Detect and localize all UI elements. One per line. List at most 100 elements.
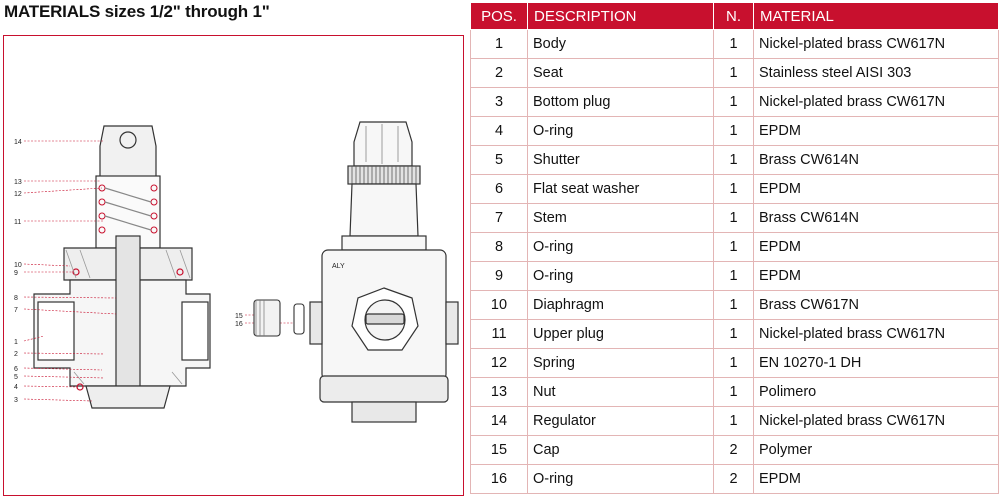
body-marking: ALY: [332, 263, 345, 270]
cell-quantity: 2: [713, 464, 754, 494]
cell-description: Upper plug: [527, 319, 714, 349]
cell-material: Brass CW614N: [753, 145, 999, 175]
cell-material: EPDM: [753, 116, 999, 146]
cell-quantity: 1: [713, 348, 754, 378]
cell-quantity: 1: [713, 145, 754, 175]
cell-description: Flat seat washer: [527, 174, 714, 204]
cell-material: EPDM: [753, 174, 999, 204]
cell-quantity: 1: [713, 232, 754, 262]
label-2: 2: [14, 351, 18, 358]
label-12: 12: [14, 191, 22, 198]
cell-pos: 7: [470, 203, 528, 233]
label-15: 15: [235, 313, 243, 320]
cell-material: Nickel-plated brass CW617N: [753, 29, 999, 59]
cell-description: Regulator: [527, 406, 714, 436]
cell-quantity: 1: [713, 290, 754, 320]
cell-pos: 15: [470, 435, 528, 465]
cell-quantity: 1: [713, 203, 754, 233]
table-header-row: POS. DESCRIPTION N. MATERIAL: [470, 2, 999, 30]
label-1: 1: [14, 339, 18, 346]
cell-pos: 16: [470, 464, 528, 494]
cell-pos: 8: [470, 232, 528, 262]
cell-material: EN 10270-1 DH: [753, 348, 999, 378]
cell-material: Nickel-plated brass CW617N: [753, 319, 999, 349]
cell-description: Seat: [527, 58, 714, 88]
cell-description: Diaphragm: [527, 290, 714, 320]
label-5: 5: [14, 374, 18, 381]
cell-description: Body: [527, 29, 714, 59]
cap-detail: [253, 299, 305, 337]
cell-material: EPDM: [753, 232, 999, 262]
label-7: 7: [14, 307, 18, 314]
header-description: DESCRIPTION: [527, 2, 714, 30]
cell-quantity: 1: [713, 29, 754, 59]
cell-quantity: 1: [713, 261, 754, 291]
cell-pos: 9: [470, 261, 528, 291]
cell-description: Shutter: [527, 145, 714, 175]
cell-material: Nickel-plated brass CW617N: [753, 406, 999, 436]
cell-quantity: 2: [713, 435, 754, 465]
label-16: 16: [235, 321, 243, 328]
label-4: 4: [14, 384, 18, 391]
cell-description: Bottom plug: [527, 87, 714, 117]
cell-material: Stainless steel AISI 303: [753, 58, 999, 88]
cell-quantity: 1: [713, 116, 754, 146]
label-6: 6: [14, 366, 18, 373]
cell-material: Polymer: [753, 435, 999, 465]
cell-pos: 2: [470, 58, 528, 88]
cell-pos: 13: [470, 377, 528, 407]
cell-pos: 1: [470, 29, 528, 59]
cell-description: Cap: [527, 435, 714, 465]
cell-material: Brass CW617N: [753, 290, 999, 320]
cell-material: Brass CW614N: [753, 203, 999, 233]
valve-technical-drawing: 14 13 12 11 10 9 8 7 1 2 6 5 4 3 15 16: [14, 121, 459, 423]
valve-drawing-frame: 14 13 12 11 10 9 8 7 1 2 6 5 4 3 15 16: [3, 35, 464, 496]
cross-section-view: [33, 125, 211, 409]
label-11: 11: [14, 219, 21, 226]
cell-description: O-ring: [527, 116, 714, 146]
cell-pos: 14: [470, 406, 528, 436]
cell-pos: 10: [470, 290, 528, 320]
cell-quantity: 1: [713, 174, 754, 204]
cell-description: O-ring: [527, 261, 714, 291]
page-title: MATERIALS sizes 1/2" through 1": [4, 2, 270, 21]
header-pos: POS.: [470, 2, 528, 30]
cell-description: O-ring: [527, 232, 714, 262]
cell-quantity: 1: [713, 58, 754, 88]
cell-pos: 12: [470, 348, 528, 378]
cell-description: Stem: [527, 203, 714, 233]
external-view: [309, 121, 459, 423]
label-13: 13: [14, 179, 22, 186]
cell-material: EPDM: [753, 261, 999, 291]
label-9: 9: [14, 270, 18, 277]
cell-quantity: 1: [713, 319, 754, 349]
cell-material: Nickel-plated brass CW617N: [753, 87, 999, 117]
cell-description: O-ring: [527, 464, 714, 494]
label-3: 3: [14, 397, 18, 404]
cell-material: EPDM: [753, 464, 999, 494]
cell-quantity: 1: [713, 87, 754, 117]
cell-quantity: 1: [713, 406, 754, 436]
cell-pos: 4: [470, 116, 528, 146]
position-leaders: [23, 140, 296, 402]
cell-quantity: 1: [713, 377, 754, 407]
cell-pos: 11: [470, 319, 528, 349]
